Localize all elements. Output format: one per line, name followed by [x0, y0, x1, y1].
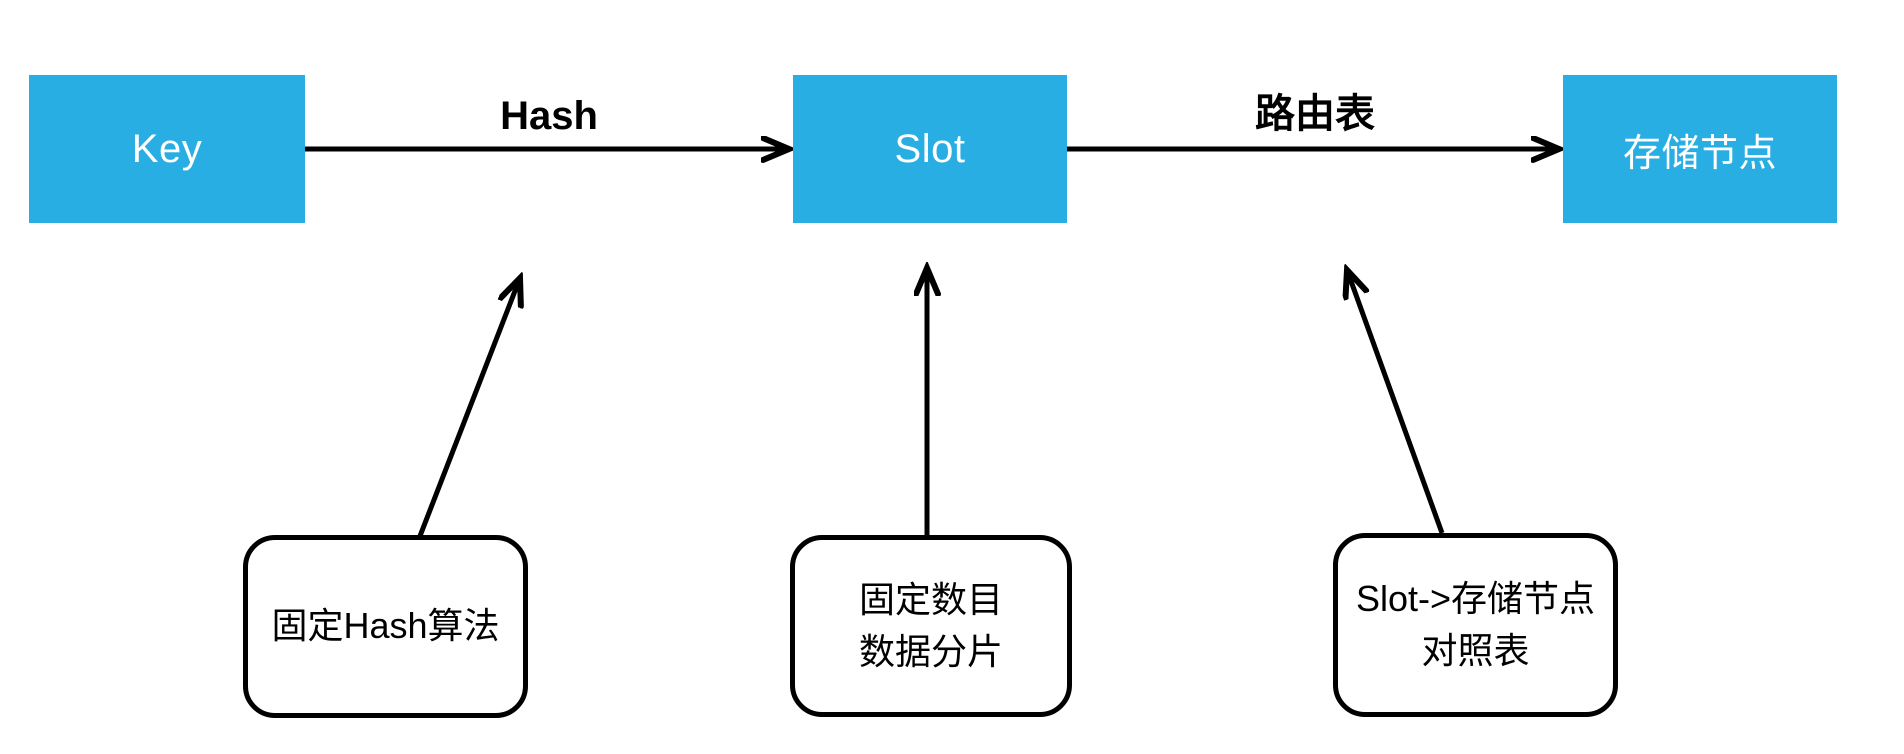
annotation-slot-storage-mapping: Slot->存储节点 对照表 [1333, 533, 1618, 717]
annotation-line: 对照表 [1421, 630, 1530, 671]
node-key: Key [29, 75, 305, 223]
annotation-line: 数据分片 [858, 631, 1003, 672]
edge-label-hash-text: Hash [500, 94, 598, 138]
edge-label-route: 路由表 [1165, 83, 1465, 139]
node-key-label: Key [131, 126, 203, 171]
arrow-annotation-route [1347, 270, 1445, 534]
annotation-fixed-number-shards: 固定数目 数据分片 [790, 535, 1072, 717]
annotation-line: Slot->存储节点 [1355, 577, 1596, 619]
edge-label-route-text: 路由表 [1255, 92, 1375, 136]
annotation-line: 固定Hash算法 [271, 605, 500, 647]
node-storage-label: 存储节点 [1622, 132, 1777, 175]
annotation-fixed-hash-algorithm: 固定Hash算法 [243, 535, 528, 718]
arrow-annotation-hash [417, 278, 520, 537]
annotation-line: 固定数目 [858, 578, 1003, 620]
node-storage: 存储节点 [1563, 75, 1837, 223]
edge-label-hash: Hash [399, 83, 699, 139]
node-slot-label: Slot [894, 126, 966, 171]
node-slot: Slot [793, 75, 1067, 223]
